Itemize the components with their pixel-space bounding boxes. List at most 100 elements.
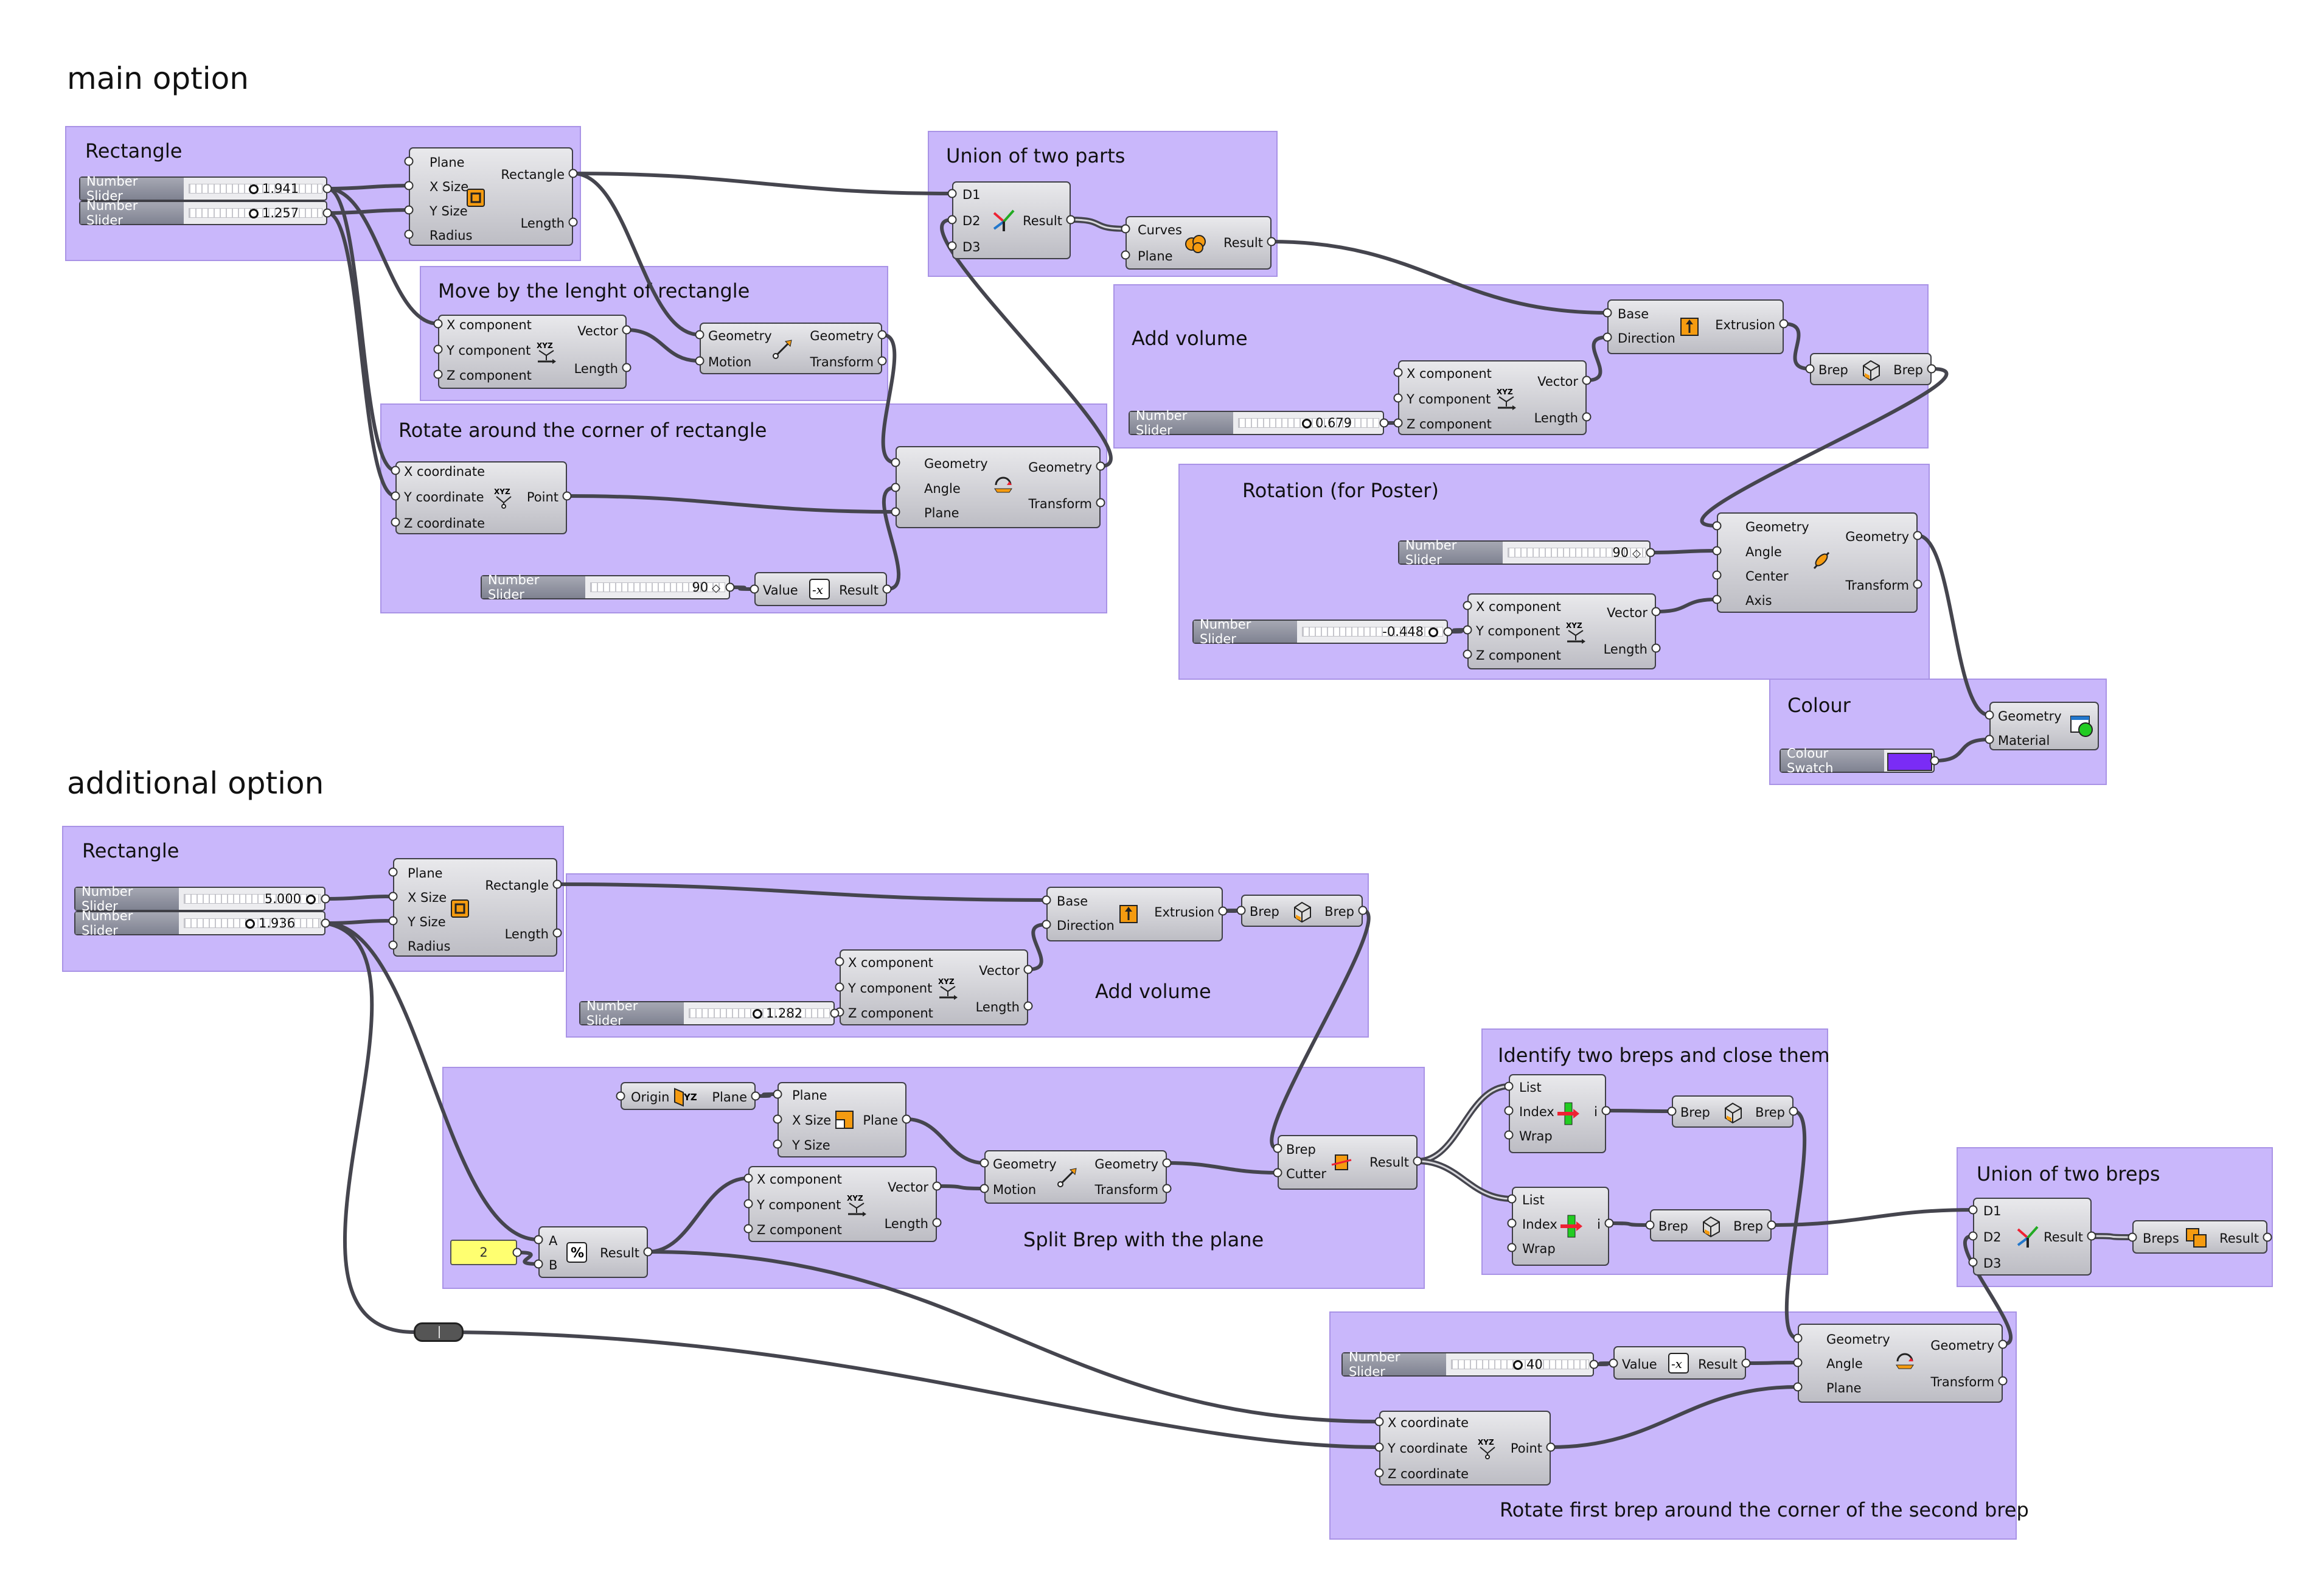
input-port[interactable] xyxy=(1985,710,1994,720)
input-port[interactable] xyxy=(773,1139,782,1149)
output-port[interactable] xyxy=(1604,1218,1614,1228)
output-port[interactable] xyxy=(562,491,572,501)
output-port[interactable] xyxy=(622,325,631,335)
input-port[interactable] xyxy=(1374,1417,1384,1426)
output-port[interactable] xyxy=(1023,1001,1033,1011)
output-port[interactable] xyxy=(1927,364,1936,374)
output-port[interactable] xyxy=(1096,461,1105,471)
slider-grip-icon[interactable]: ◇ xyxy=(712,582,720,595)
input-port[interactable] xyxy=(2127,1232,2137,1242)
output-port[interactable] xyxy=(1789,1106,1798,1116)
input-port[interactable] xyxy=(1463,649,1472,659)
input-port[interactable] xyxy=(1393,393,1403,403)
input-port[interactable] xyxy=(1712,570,1722,580)
number-slider[interactable]: Number Slider-0.448 xyxy=(1192,617,1448,646)
input-port[interactable] xyxy=(743,1173,753,1183)
input-port[interactable] xyxy=(388,940,398,950)
input-port[interactable] xyxy=(1374,1468,1384,1478)
input-port[interactable] xyxy=(1504,1130,1514,1140)
input-port[interactable] xyxy=(1602,332,1612,342)
input-port[interactable] xyxy=(1793,1333,1803,1343)
output-port[interactable] xyxy=(1582,375,1592,385)
output-port[interactable] xyxy=(552,879,562,889)
slider-track[interactable] xyxy=(590,582,725,592)
input-port[interactable] xyxy=(773,1114,782,1124)
input-port[interactable] xyxy=(1273,1143,1282,1153)
output-port[interactable] xyxy=(1162,1184,1172,1193)
input-port[interactable] xyxy=(1602,308,1612,318)
input-port[interactable] xyxy=(1645,1220,1655,1230)
input-port[interactable] xyxy=(979,1184,989,1193)
input-port[interactable] xyxy=(1712,546,1722,556)
output-port[interactable] xyxy=(1779,319,1789,329)
slider-track[interactable] xyxy=(1508,548,1646,557)
input-port[interactable] xyxy=(695,330,705,340)
input-port[interactable] xyxy=(750,584,759,594)
input-port[interactable] xyxy=(404,181,414,190)
output-port[interactable] xyxy=(1651,643,1661,653)
slider-grip-icon[interactable] xyxy=(1428,627,1438,637)
input-port[interactable] xyxy=(1968,1231,1978,1241)
input-port[interactable] xyxy=(1042,895,1051,905)
input-port[interactable] xyxy=(1968,1257,1978,1267)
output-port[interactable] xyxy=(932,1218,942,1227)
input-port[interactable] xyxy=(1985,735,1994,744)
colour-swatch-colour[interactable] xyxy=(1887,753,1932,771)
input-port[interactable] xyxy=(433,369,443,379)
output-port[interactable] xyxy=(1096,498,1105,508)
input-port[interactable] xyxy=(404,156,414,166)
input-port[interactable] xyxy=(1393,418,1403,428)
input-port[interactable] xyxy=(947,215,957,225)
slider-grip-icon[interactable] xyxy=(1302,419,1312,428)
output-port[interactable] xyxy=(1930,756,1940,766)
input-port[interactable] xyxy=(388,867,398,877)
output-port[interactable] xyxy=(877,330,887,340)
output-port[interactable] xyxy=(1267,237,1276,246)
input-port[interactable] xyxy=(743,1199,753,1209)
output-port[interactable] xyxy=(1582,412,1592,422)
input-port[interactable] xyxy=(404,229,414,239)
slider-grip-icon[interactable] xyxy=(249,209,259,218)
input-port[interactable] xyxy=(1504,1081,1514,1091)
output-port[interactable] xyxy=(568,217,578,227)
output-port[interactable] xyxy=(1546,1442,1556,1452)
input-port[interactable] xyxy=(891,483,900,492)
input-port[interactable] xyxy=(1504,1106,1514,1115)
output-port[interactable] xyxy=(725,582,735,592)
input-port[interactable] xyxy=(388,916,398,926)
input-port[interactable] xyxy=(773,1089,782,1099)
input-port[interactable] xyxy=(1793,1358,1803,1367)
input-port[interactable] xyxy=(534,1235,543,1245)
slider-grip-icon[interactable] xyxy=(1513,1360,1523,1370)
slider-grip-icon[interactable] xyxy=(753,1009,762,1019)
input-port[interactable] xyxy=(891,507,900,517)
output-port[interactable] xyxy=(512,1248,522,1257)
input-port[interactable] xyxy=(1507,1243,1517,1252)
input-port[interactable] xyxy=(1712,595,1722,604)
output-port[interactable] xyxy=(1443,627,1453,637)
input-port[interactable] xyxy=(1121,250,1130,260)
output-port[interactable] xyxy=(1741,1358,1751,1368)
output-port[interactable] xyxy=(321,918,330,928)
output-port[interactable] xyxy=(1066,215,1076,225)
input-port[interactable] xyxy=(391,517,400,527)
colour-swatch[interactable]: Colour Swatch xyxy=(1780,746,1935,775)
